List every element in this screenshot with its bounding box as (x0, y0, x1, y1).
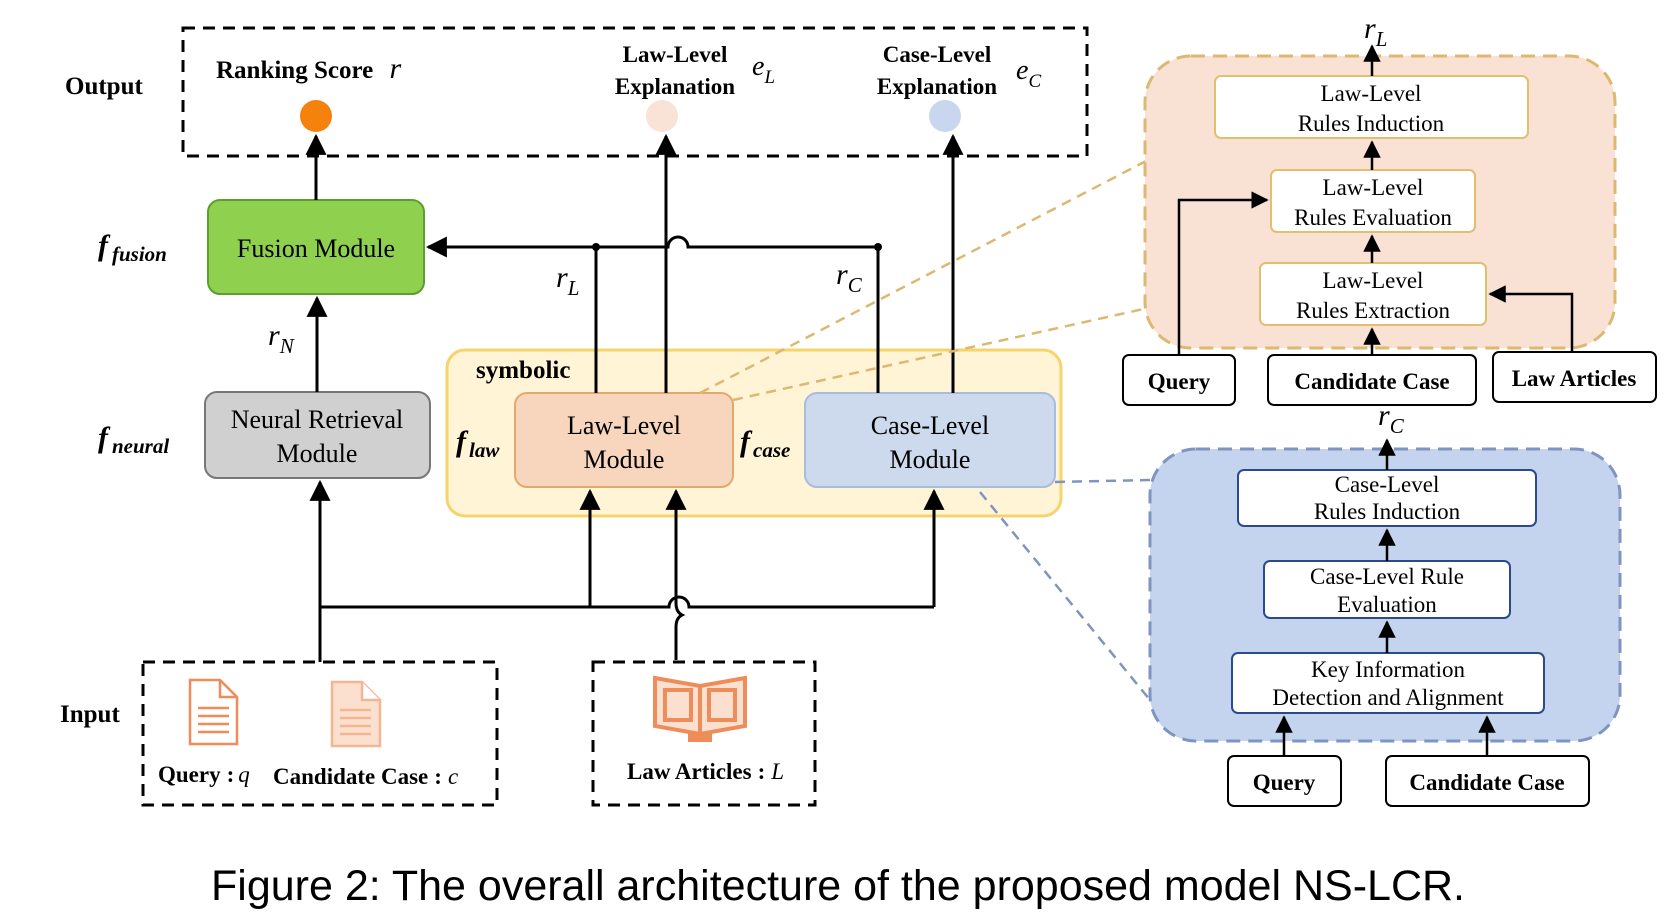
law-panel-output-symbol: rL (1364, 12, 1387, 51)
law-induction-label-2: Rules Induction (1298, 111, 1445, 136)
case-zoom-line-bottom (979, 491, 1151, 701)
law-articles-input-label: Law Articles:L (627, 759, 784, 784)
case-explanation-symbol: eC (1016, 55, 1041, 92)
law-book-icon (653, 675, 747, 742)
fusion-module: Fusion Module (207, 199, 425, 295)
output-dashed-box (181, 26, 1089, 158)
query-input-label: Query:q (158, 762, 250, 787)
symbolic-border (445, 348, 1063, 518)
law-explanation-label-2: Explanation (615, 74, 735, 99)
law-panel-query-label: Query (1148, 369, 1211, 394)
r-c-label: rC (836, 258, 863, 297)
ranking-score-dot (300, 100, 332, 132)
law-evaluation-label-2: Rules Evaluation (1294, 205, 1452, 230)
law-panel-articles-label: Law Articles (1512, 366, 1637, 391)
neural-retrieval-module: Neural Retrieval Module (204, 391, 431, 479)
case-level-module-label-2: Module (890, 445, 971, 474)
query-candidate-dashed-box (141, 660, 499, 807)
case-level-detail-panel: rC Case-Level Rules Induction Case-Level… (1148, 399, 1622, 807)
junction-dot-case (874, 243, 882, 251)
r-l-label: rL (556, 261, 579, 300)
case-explanation-label: Case-Level (883, 42, 992, 67)
law-explanation-dot (646, 100, 678, 132)
candidate-input-label: Candidate Case:c (273, 764, 458, 789)
law-zoom-line-bottom (732, 306, 1149, 402)
law-query-to-evaluation-arrow (1177, 191, 1269, 355)
case-induction-label-2: Rules Induction (1314, 499, 1461, 524)
ranking-score-label: Ranking Score r (216, 52, 401, 85)
law-explanation-symbol: eL (752, 51, 775, 88)
law-level-module-box (514, 392, 734, 488)
law-articles-to-law-module-arrow (665, 488, 687, 660)
fusion-module-label: Fusion Module (237, 234, 395, 263)
law-level-module-label-2: Module (584, 445, 665, 474)
figure-caption: Figure 2: The overall architecture of th… (211, 862, 1465, 910)
law-articles-dashed-box (591, 660, 817, 807)
output-label: Output (65, 73, 143, 100)
input-bus-line (320, 595, 934, 609)
case-detection-label: Key Information (1311, 657, 1465, 682)
law-extraction-label-2: Rules Extraction (1296, 298, 1450, 323)
input-label: Input (60, 701, 120, 728)
case-explanation-label-2: Explanation (877, 74, 997, 99)
case-evaluation-label: Case-Level Rule (1310, 564, 1464, 589)
case-panel-output-symbol: rC (1378, 399, 1405, 438)
case-level-module-box (804, 392, 1056, 488)
neural-module-label: Neural Retrieval (231, 405, 404, 434)
law-panel-candidate-label: Candidate Case (1294, 369, 1449, 394)
junction-dot-law (592, 243, 600, 251)
case-explanation-dot (929, 100, 961, 132)
law-level-detail-panel: rL Law-Level Rules Induction Law-Level R… (1122, 12, 1657, 406)
output-block: Output Ranking Score r Law-Level Explana… (65, 26, 1089, 158)
law-extraction-label: Law-Level (1323, 268, 1424, 293)
law-evaluation-label: Law-Level (1323, 175, 1424, 200)
case-panel-query-label: Query (1253, 770, 1316, 795)
case-zoom-line-top (1054, 478, 1151, 484)
neural-module-label-2: Module (277, 439, 358, 468)
law-level-module-label: Law-Level (567, 411, 681, 440)
case-panel-candidate-label: Candidate Case (1409, 770, 1564, 795)
r-n-label: rN (268, 319, 295, 358)
main-connectors (305, 133, 964, 662)
case-induction-label: Case-Level (1335, 472, 1440, 497)
symbolic-to-fusion-arrow (425, 235, 878, 258)
input-block: Input Query:q Candidate Case:c (60, 660, 817, 807)
law-panel-articles-box (1492, 351, 1657, 403)
law-induction-label: Law-Level (1321, 81, 1422, 106)
law-explanation-label: Law-Level (623, 42, 728, 67)
case-level-module-label: Case-Level (871, 411, 989, 440)
case-evaluation-label-2: Evaluation (1337, 592, 1437, 617)
symbolic-label: symbolic (476, 357, 570, 384)
candidate-document-icon (330, 680, 382, 748)
case-detection-label-2: Detection and Alignment (1272, 685, 1504, 710)
law-articles-to-extraction-arrow (1488, 285, 1574, 352)
query-document-icon (188, 678, 239, 746)
